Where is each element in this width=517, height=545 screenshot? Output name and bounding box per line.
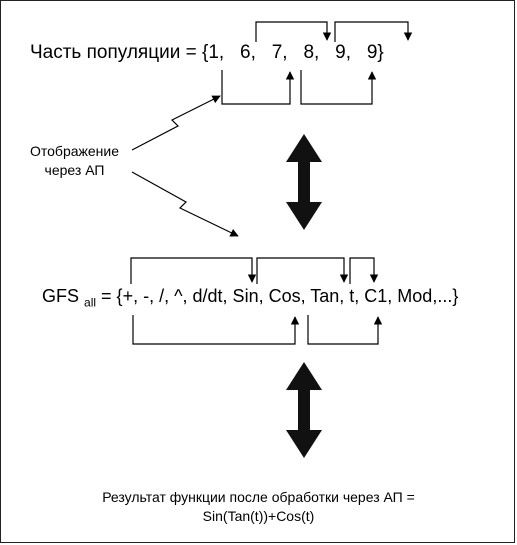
population-item: 1, <box>208 42 225 63</box>
connector-gfs-top-3 <box>349 257 379 284</box>
gfs-set: = {+, -, /, ^, d/dt, Sin, Cos, Tan, t, C… <box>96 286 459 306</box>
connector-gfs-top-1 <box>130 257 257 284</box>
mapping-label-line1: Отображение <box>30 143 120 159</box>
mapping-label: Отображение через АП <box>30 142 119 180</box>
gfs-subscript: all <box>84 295 97 310</box>
population-item: 6, <box>240 42 256 63</box>
result-line2: Sin(Tan(t))+Cos(t) <box>202 508 315 524</box>
result-line1: Результат функции после обработки через … <box>102 489 415 505</box>
connector-gfs-bottom-1 <box>132 315 300 345</box>
population-item: 8, <box>303 42 320 63</box>
population-item: 7, <box>271 42 288 63</box>
population-item: 9, <box>335 42 351 63</box>
connector-top-8-to-9 <box>334 21 413 42</box>
mapping-label-line2: через АП <box>44 162 105 178</box>
connector-bottom-7-to-9 <box>300 70 377 105</box>
population-line: Часть популяции = {1, 6, 7, 8, 9, 9} <box>30 42 384 64</box>
double-arrow-top-icon <box>286 134 322 230</box>
connector-bottom-1-to-7 <box>221 70 295 105</box>
gfs-line: GFS all = {+, -, /, ^, d/dt, Sin, Cos, T… <box>42 286 458 310</box>
population-label: Часть популяции = { <box>30 42 209 63</box>
result-label: Результат функции после обработки через … <box>0 488 517 526</box>
double-arrow-bottom-icon <box>286 362 322 458</box>
population-item: 9} <box>366 42 384 63</box>
gfs-prefix: GFS <box>42 286 80 306</box>
connector-gfs-bottom-2 <box>307 315 383 345</box>
connector-gfs-top-2 <box>256 257 349 284</box>
lightning-arrow-up <box>131 95 221 151</box>
lightning-arrow-down <box>131 171 239 237</box>
connector-top-6-to-8 <box>255 21 332 42</box>
